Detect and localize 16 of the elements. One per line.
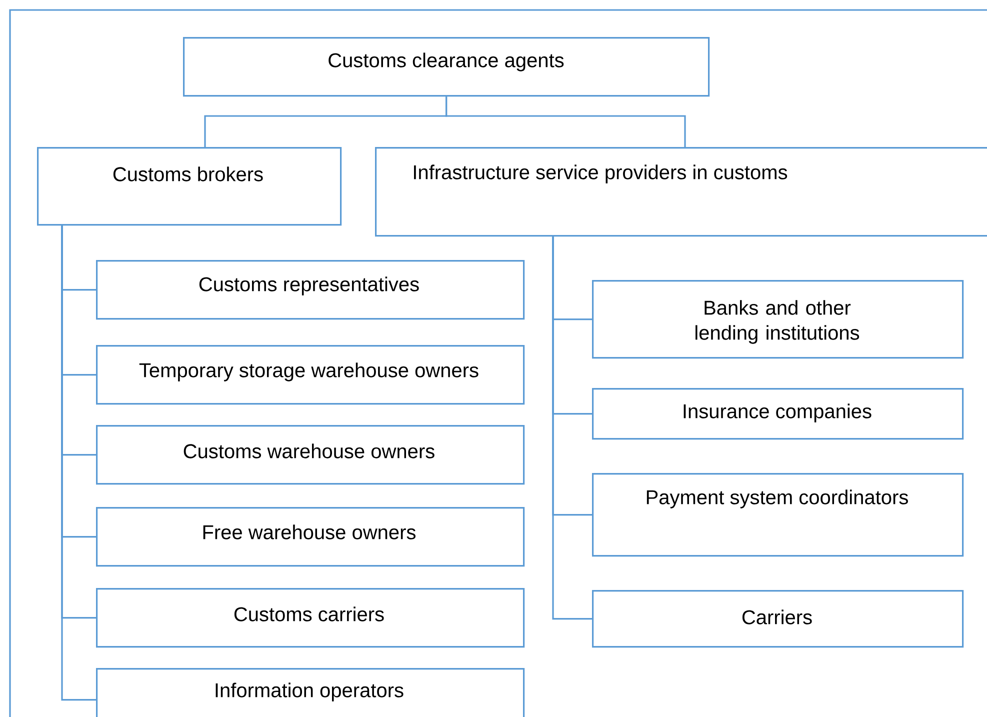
connector (552, 236, 592, 620)
box: Information operators (96, 668, 525, 717)
box: Free warehouse owners (96, 507, 525, 567)
box: Carriers (592, 590, 964, 648)
connector (446, 96, 686, 147)
box: Customs brokers (37, 146, 342, 226)
box: Customs representatives (96, 260, 525, 320)
box: Infrastructure service providers in customs (375, 146, 987, 237)
box: Customs warehouse owners (96, 425, 525, 485)
box: Payment system coordinators (592, 473, 964, 557)
box: Temporary storage warehouse owners (96, 345, 525, 405)
connector (61, 226, 96, 701)
box: Customs clearance agents (183, 37, 710, 97)
box: Customs carriers (96, 588, 525, 648)
box: Insurance companies (592, 388, 964, 440)
box: Banks and other lending institutions (592, 280, 964, 359)
